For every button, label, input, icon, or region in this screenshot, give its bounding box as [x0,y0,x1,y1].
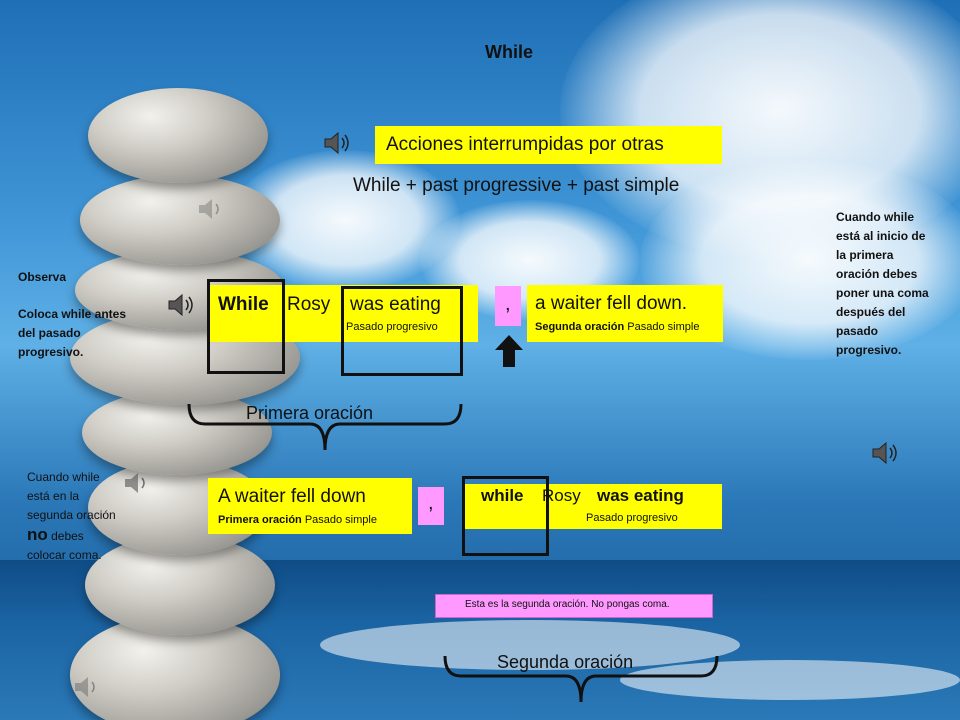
stone [88,88,268,183]
example2-comma: , [428,492,434,514]
example2-while: while [481,486,524,505]
example1-while: While [218,294,269,315]
formula-text: While + past progressive + past simple [353,175,680,196]
bottom-note-part3: debes colocar coma. [27,529,102,562]
audio-speaker-icon[interactable] [72,672,102,702]
example2-brace [443,655,719,703]
example2-subject: Rosy [542,486,581,505]
audio-speaker-icon[interactable] [196,194,226,224]
left-note-title: Observa [18,270,67,284]
example2-hint-box [435,594,713,618]
example2-caption-bold: Primera oración [218,514,302,526]
audio-speaker-icon[interactable] [322,128,352,158]
example2-hint: Esta es la segunda oración. No pongas co… [465,599,670,610]
example2-comma-box [418,487,444,525]
example1-while-frame [207,279,285,374]
bottom-note-no: no [27,525,48,544]
header-text: Acciones interrumpidas por otras [386,134,664,155]
example1-clause2-box [527,285,723,342]
bottom-note-part1: Cuando while está en la segunda oración [27,470,116,522]
example2-clause1-box [208,478,412,534]
example1-caption-rest: Pasado simple [624,321,700,333]
bottom-left-note: Cuando while está en la segunda oración … [27,468,117,565]
up-arrow-icon [495,335,523,367]
example1-verb-caption: Pasado progresivo [346,321,438,333]
example1-subject: Rosy [287,294,331,315]
slide-title: While [485,42,533,62]
right-note-text: Cuando while está al inicio de la primer… [836,210,929,357]
example2-verb: was eating [597,486,684,505]
wave-foam [320,620,740,670]
header-highlight-box [375,126,722,164]
example2-clause1: A waiter fell down [218,486,366,507]
audio-speaker-icon[interactable] [122,468,152,498]
example2-verb-caption: Pasado progresivo [586,512,678,524]
example2-while-frame [462,476,549,556]
wave-foam [620,660,960,700]
example2-caption-rest: Pasado simple [301,514,377,526]
example1-verb-frame [341,286,463,376]
stone [80,175,280,265]
example1-clause2: a waiter fell down. [535,293,688,314]
example1-clause2-caption: Segunda oración Pasado simple [535,321,699,333]
example1-comma: , [505,293,511,315]
audio-speaker-icon[interactable] [166,290,196,320]
example1-caption-bold: Segunda oración [535,321,625,333]
example1-verb: was eating [350,294,441,315]
audio-speaker-icon[interactable] [870,438,900,468]
example1-brace [187,403,463,451]
example1-brace-label: Primera oración [246,403,374,423]
example2-clause1-caption: Primera oración Pasado simple [218,514,377,526]
example2-clause2-box [464,484,722,529]
left-note-text: Coloca while antes del pasado progresivo… [18,307,127,359]
example2-brace-label: Segunda oración [497,652,634,672]
example1-comma-box [495,286,521,326]
